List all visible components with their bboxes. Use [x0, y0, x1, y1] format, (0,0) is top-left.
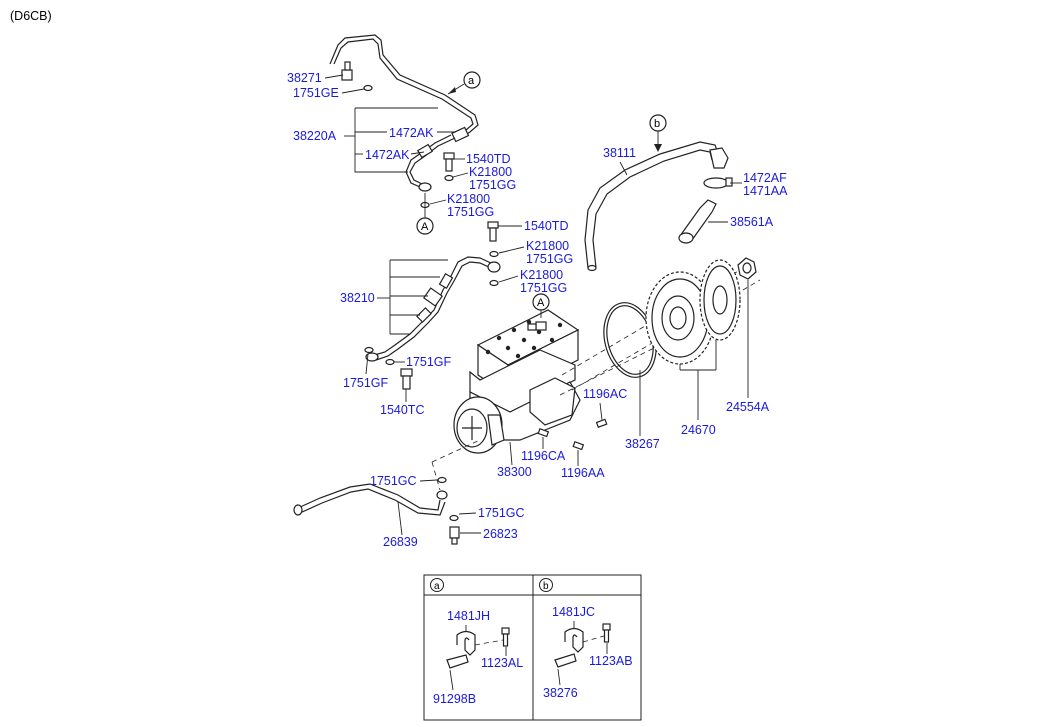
label-91298b: 91298B: [433, 692, 476, 706]
hose-38561a: [678, 199, 717, 244]
detail-panel-a: a 1481JH 1123AL 91298B: [430, 578, 523, 706]
label-38267: 38267: [625, 437, 660, 451]
detail-panel-b: b 1481JC 1123AB 38276: [539, 578, 633, 700]
svg-text:b: b: [654, 118, 660, 130]
bracket-38220a: [344, 107, 456, 173]
label-38111: 38111: [603, 146, 636, 160]
gear-24670-large: [645, 271, 715, 365]
label-1123al: 1123AL: [481, 656, 523, 670]
label-38276: 38276: [543, 686, 578, 700]
label-38271: 38271: [287, 71, 322, 85]
detail-table: a 1481JH 1123AL 91298B b 1481JC 1123AB 3…: [423, 574, 642, 721]
label-1196ca: 1196CA: [521, 449, 566, 463]
label-1751gg-1: 1751GG: [469, 178, 516, 192]
label-24670: 24670: [681, 423, 716, 437]
label-1471aa: 1471AA: [743, 184, 788, 198]
label-38210: 38210: [340, 291, 375, 305]
label-1481jh: 1481JH: [447, 609, 490, 623]
label-1123ab: 1123AB: [589, 654, 633, 668]
label-1540td-1: 1540TD: [466, 152, 510, 166]
clamp-1481jh: [446, 625, 510, 691]
label-1751gc-2: 1751GC: [478, 506, 525, 520]
label-38300: 38300: [497, 465, 532, 479]
label-1751ge: 1751GE: [293, 86, 339, 100]
label-1751gf-2: 1751GF: [343, 376, 389, 390]
gear-24670-small: [699, 259, 741, 341]
label-26839: 26839: [383, 535, 418, 549]
label-k21800-2: K21800: [447, 192, 490, 206]
svg-text:A: A: [421, 221, 429, 233]
label-k21800-1: K21800: [469, 165, 512, 179]
air-compressor-38300: [453, 309, 608, 454]
hose-38111: [584, 141, 733, 272]
nut-24554a: [737, 257, 757, 280]
label-k21800-3: K21800: [526, 239, 569, 253]
callout-b: b: [649, 114, 667, 152]
engine-code: (D6CB): [10, 9, 52, 23]
label-1472af: 1472AF: [743, 171, 787, 185]
label-1540tc: 1540TC: [380, 403, 424, 417]
callout-A-compressor: A: [532, 293, 550, 318]
pipe-assembly-38220a: [329, 34, 479, 209]
label-1196aa: 1196AA: [561, 466, 605, 480]
label-1751gc-1: 1751GC: [370, 474, 417, 488]
label-1481jc: 1481JC: [552, 605, 595, 619]
label-1196ac: 1196AC: [583, 387, 627, 401]
bracket-24670: [679, 340, 717, 420]
pipe-assembly-38210: [364, 221, 501, 390]
label-38561a: 38561A: [730, 215, 774, 229]
label-26823: 26823: [483, 527, 518, 541]
label-1751gf-1: 1751GF: [406, 355, 452, 369]
callout-A-top: A: [416, 193, 434, 235]
svg-text:a: a: [468, 75, 475, 87]
clamp-1481jc: [554, 621, 611, 686]
pipe-26839: [293, 476, 460, 545]
label-1540td-2: 1540TD: [524, 219, 568, 233]
callout-a-top: a: [447, 71, 481, 95]
label-1751gg-4: 1751GG: [520, 281, 567, 295]
label-1751gg-2: 1751GG: [447, 205, 494, 219]
svg-text:b: b: [543, 581, 549, 592]
svg-text:A: A: [537, 297, 545, 309]
bracket-38210: [377, 259, 448, 335]
label-38220a: 38220A: [293, 129, 337, 143]
label-1472ak-2: 1472AK: [365, 148, 410, 162]
label-24554a: 24554A: [726, 400, 770, 414]
label-1472ak-1: 1472AK: [389, 126, 434, 140]
svg-text:a: a: [434, 581, 440, 592]
label-k21800-4: K21800: [520, 268, 563, 282]
label-1751gg-3: 1751GG: [526, 252, 573, 266]
